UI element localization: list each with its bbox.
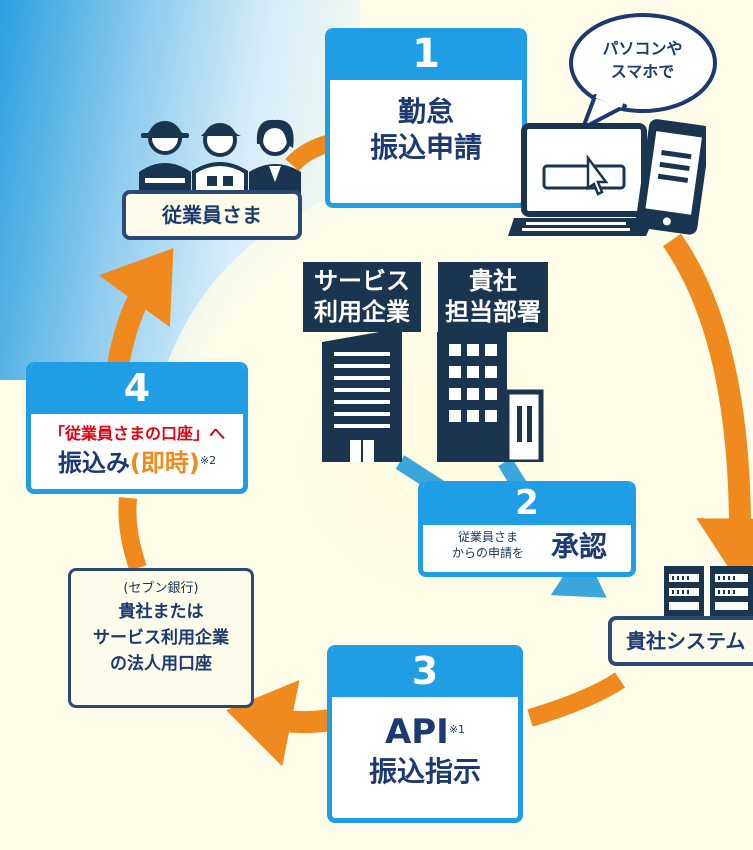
step2-big: 承認 — [550, 530, 607, 563]
laptop-smartphone-icon — [508, 119, 706, 236]
step2-small-line1: 従業員さま — [457, 530, 518, 544]
step1-number: 1 — [330, 28, 522, 80]
step4-red-line: 「従業員さまの口座」へ — [48, 424, 225, 443]
bank-account-line2: 貴社または — [118, 602, 204, 622]
step3-line2: 振込指示 — [368, 755, 481, 788]
bank-account-line1: (セブン銀行) — [123, 581, 199, 596]
step4-orange-part: (即時) — [129, 449, 200, 477]
your-system-label: 貴社システム — [608, 616, 753, 666]
step3-api: API — [384, 712, 449, 752]
employees-icon — [139, 119, 301, 200]
step3-api-line: API※1 — [332, 711, 518, 753]
your-department-line1: 貴社 — [469, 267, 517, 295]
step2-box: 2 従業員さま からの申請を 承認 — [418, 481, 636, 577]
step4-box: 4 「従業員さまの口座」へ 振込み(即時)※2 — [26, 362, 248, 494]
server-icon — [664, 566, 753, 618]
step2-number: 2 — [423, 481, 631, 525]
your-department-building-icon — [437, 332, 544, 462]
arrow-step4-to-employees — [98, 248, 174, 368]
your-department-line2: 担当部署 — [445, 298, 541, 326]
step2-small-line2: からの申請を — [451, 546, 524, 560]
bank-account-line3: サービス利用企業 — [93, 628, 229, 648]
step1-line1: 勤怠 — [397, 95, 454, 128]
service-company-label: サービス 利用企業 — [303, 262, 421, 332]
employees-label: 従業員さま — [122, 190, 302, 240]
your-department-label: 貴社 担当部署 — [438, 262, 548, 332]
step3-number: 3 — [332, 645, 518, 697]
arrow-to-your-system — [662, 233, 753, 585]
arrow-step3-to-bank — [226, 680, 332, 767]
step4-number: 4 — [31, 362, 243, 414]
bank-account-line4: の法人用口座 — [110, 654, 212, 674]
speech-bubble-line1: パソコンや — [602, 39, 683, 58]
step3-box: 3 API※1 振込指示 — [327, 645, 523, 823]
speech-bubble-shape — [569, 13, 717, 130]
step4-footnote: ※2 — [199, 454, 217, 467]
bank-account-box: (セブン銀行) 貴社または サービス利用企業 の法人用口座 — [68, 568, 254, 708]
step1-box: 1 勤怠 振込申請 — [325, 28, 527, 208]
step1-line2: 振込申請 — [369, 131, 482, 164]
service-company-line2: 利用企業 — [314, 298, 410, 326]
speech-bubble-line2: スマホで — [610, 62, 675, 81]
arrow-system-to-step3 — [527, 672, 625, 727]
service-company-building-icon — [322, 328, 402, 462]
step4-blue-part: 振込み — [57, 449, 130, 477]
step4-main-line: 振込み(即時)※2 — [31, 446, 243, 480]
service-company-line1: サービス — [314, 267, 410, 295]
step3-footnote: ※1 — [448, 723, 466, 736]
arrow-bank-to-step4 — [118, 497, 147, 571]
